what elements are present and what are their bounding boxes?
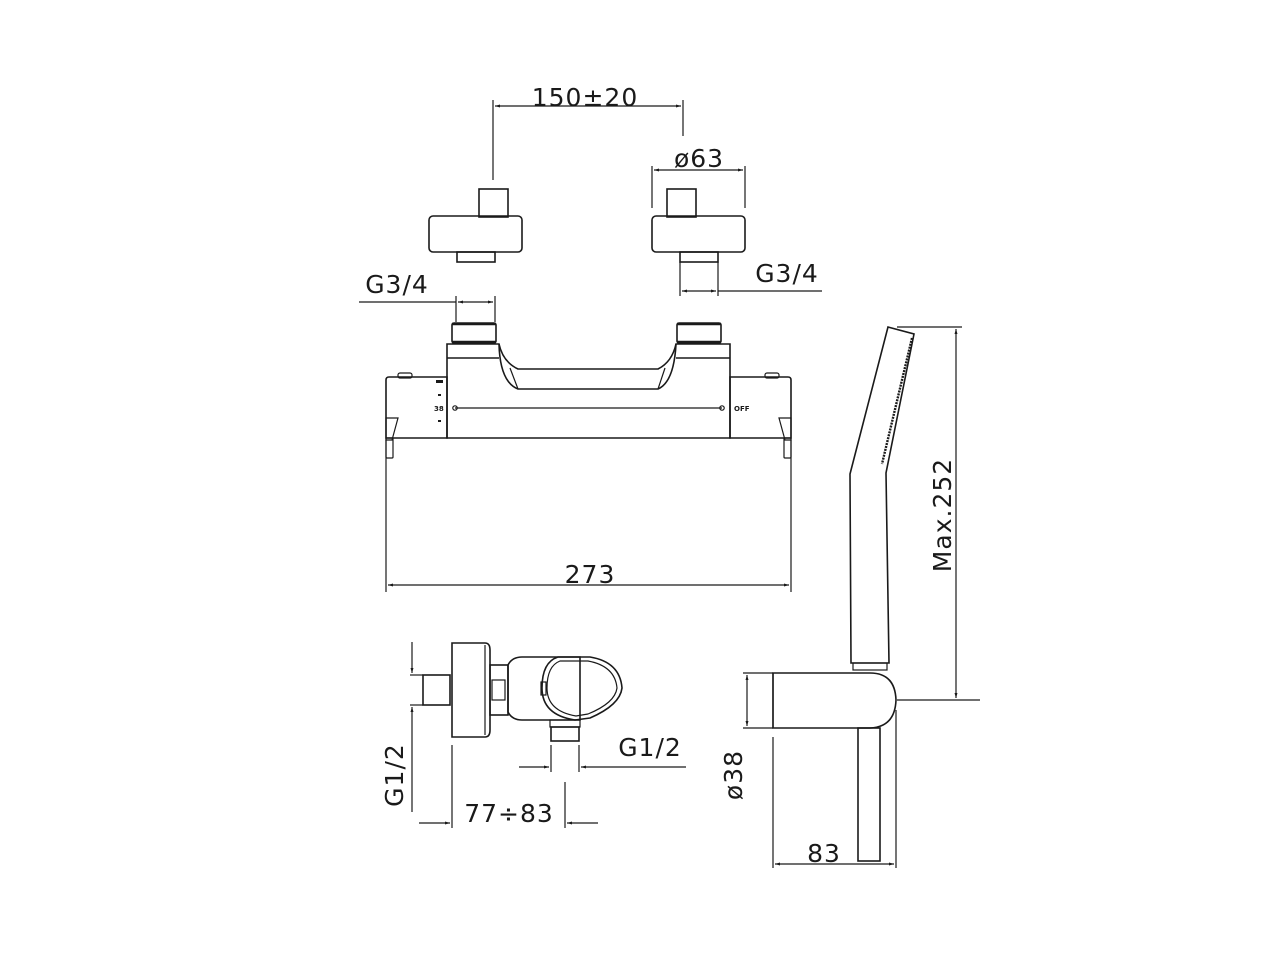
label-right-connection: G3/4: [755, 259, 819, 288]
label-scale-38: 38: [434, 405, 444, 413]
label-inlet-spacing: 150±20: [532, 83, 638, 112]
dimension-holder-depth: 83: [772, 710, 897, 868]
dimension-inlet-thread: G1/2: [380, 642, 423, 812]
dimension-projection: 77÷83: [419, 745, 598, 828]
label-overall-width: 273: [565, 560, 616, 589]
front-view-mixer: 38 OFF 273: [385, 322, 792, 592]
label-left-connection: G3/4: [365, 270, 429, 299]
label-outlet-thread: G1/2: [618, 733, 682, 762]
dimension-overall-width: 273: [385, 440, 792, 592]
label-holder-diameter: ø38: [719, 750, 748, 800]
label-projection: 77÷83: [464, 799, 554, 828]
label-inlet-thread: G1/2: [380, 743, 409, 807]
flow-handle-right: OFF: [729, 372, 792, 459]
left-wall-connector: [428, 188, 523, 263]
dimension-outlet-thread: G1/2: [519, 733, 686, 772]
dimension-inlet-spacing: 150±20: [492, 83, 684, 180]
top-view-connectors: 150±20 ø63 G3/4 G3/4: [359, 83, 822, 322]
side-view-mixer: G1/2 G1/2 77÷83: [380, 642, 686, 828]
right-wall-connector: [651, 188, 746, 263]
dimension-flange-diameter: ø63: [651, 144, 746, 208]
dimension-right-connection: G3/4: [679, 259, 822, 296]
hand-shower: Max.252 ø38 83: [719, 326, 980, 868]
temperature-handle-left: 38: [385, 372, 448, 459]
label-max-height: Max.252: [928, 458, 957, 572]
dimension-left-connection: G3/4: [359, 270, 496, 322]
dimension-holder-diameter: ø38: [719, 672, 773, 800]
label-off: OFF: [734, 405, 750, 413]
label-flange-diameter: ø63: [674, 144, 724, 173]
scale-mark: [436, 380, 443, 383]
dimension-max-height: Max.252: [897, 326, 980, 701]
label-holder-depth: 83: [807, 839, 841, 868]
